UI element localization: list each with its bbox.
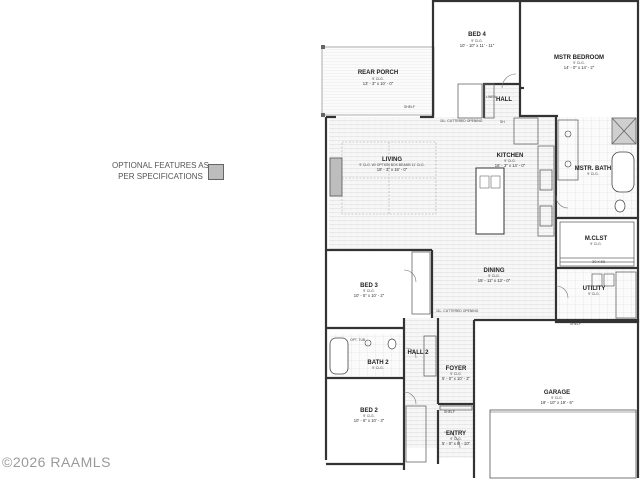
master-tub <box>611 151 635 193</box>
kitchen-island <box>475 167 505 235</box>
note-opt-tub: OPT. TUB <box>350 338 366 342</box>
sub-mclst: 9' CLG. <box>590 242 601 246</box>
master-sink-2 <box>564 160 572 168</box>
foyer-entry-floor <box>438 318 474 458</box>
bath2-tub <box>329 337 349 375</box>
optional-features-legend: OPTIONAL FEATURES AS PER SPECIFICATIONS <box>112 160 209 182</box>
interior-lines <box>405 83 637 463</box>
dim-bed4: 10' - 10" x 11' - 11" <box>460 43 495 48</box>
note-sh: SH <box>500 120 505 124</box>
copyright-watermark: ©2026 RAAMLS <box>2 454 111 470</box>
sub-rear-porch: 9' CLG. <box>372 77 383 81</box>
label-hall: HALL <box>496 97 512 103</box>
master-sink-1 <box>564 130 572 138</box>
label-rear-porch: REAR PORCH <box>358 70 398 76</box>
sub-mstr-bedroom: 9' CLG. <box>573 61 584 65</box>
label-hall2: HALL 2 <box>408 350 430 356</box>
sub-garage: 9' CLG. <box>551 396 562 400</box>
note-cased-opening-dining: 11L. CUTTERED OPENING <box>436 309 479 313</box>
label-foyer: FOYER <box>446 366 467 372</box>
sub-foyer: 9' CLG. <box>450 372 461 376</box>
hall2-floor <box>404 318 438 448</box>
note-shelf-foyer: SHELF <box>444 410 455 414</box>
fridge <box>539 205 553 227</box>
door-swings <box>403 73 569 449</box>
living-optional <box>329 141 437 215</box>
dim-foyer: 5' - 0" x 10' - 2" <box>442 376 471 381</box>
dryer <box>603 273 615 287</box>
sub-entry: 9' CLG. <box>450 437 461 441</box>
sub-bath2: 9' CLG. <box>372 366 383 370</box>
note-linen: LINEN <box>486 95 497 99</box>
utility-floor <box>558 270 636 320</box>
sub-bed2: 9' CLG. <box>363 414 374 418</box>
master-toilet <box>614 199 626 213</box>
label-mstr-bedroom: MSTR BEDROOM <box>554 55 604 61</box>
hall-floor <box>484 84 520 118</box>
living-kitchen-floor <box>329 117 556 250</box>
note-shelf-utility: SHELF <box>570 322 581 326</box>
label-living: LIVING <box>382 157 402 163</box>
dim-garage: 19' - 10" x 19' - 6" <box>541 400 574 405</box>
bath2-toilet <box>387 338 397 350</box>
label-mstr-bath: MSTR. BATH <box>575 166 612 172</box>
sub-bed4: 9' CLG. <box>471 39 482 43</box>
label-bed3: BED 3 <box>360 283 378 289</box>
dim-bed3: 10' - 5" x 10' - 2" <box>354 293 385 298</box>
legend-line-1: OPTIONAL FEATURES AS <box>112 161 209 170</box>
sub-mstr-bath: 9' CLG. <box>587 172 598 176</box>
dim-mstr-bedroom: 14' - 0" x 14' - 2" <box>564 65 595 70</box>
label-entry: ENTRY <box>446 431 466 437</box>
garage-door <box>489 409 637 479</box>
label-garage: GARAGE <box>544 390 570 396</box>
sub-living: 9' CLG. W/ OPTION BOX BEAMS 11' CLG. <box>359 163 424 167</box>
legend-line-2: PER SPECIFICATIONS <box>118 172 203 181</box>
washer <box>591 273 603 287</box>
note-door-size: 3'0 X 6'8 <box>592 260 605 264</box>
label-bath2: BATH 2 <box>367 360 389 366</box>
walls <box>324 0 640 478</box>
stove <box>539 169 553 191</box>
porch-post-left-bottom <box>321 113 325 117</box>
dim-rear-porch: 13' - 3" x 10' - 0" <box>363 81 394 86</box>
porch-post-left <box>321 45 325 49</box>
sub-kitchen: 9' CLG. <box>504 159 515 163</box>
note-shelf-top: SHELF <box>404 105 415 109</box>
sub-utility: 9' CLG. <box>588 292 599 296</box>
legend-swatch <box>208 164 224 180</box>
rear-porch-floor <box>321 46 435 116</box>
fireplace <box>329 157 343 197</box>
label-dining: DINING <box>484 268 505 274</box>
label-bed2: BED 2 <box>360 408 378 414</box>
dining-floor <box>433 250 556 318</box>
label-bed4: BED 4 <box>468 32 486 38</box>
label-utility: UTILITY <box>583 286 606 292</box>
dim-entry: 5' - 0" x 8' - 10" <box>442 441 471 446</box>
label-mclst: M.CLST <box>585 236 608 242</box>
dim-dining: 15' - 11" x 13' - 0" <box>478 278 511 283</box>
dim-bed2: 10' - 6" x 10' - 3" <box>354 418 385 423</box>
sub-bed3: 9' CLG. <box>363 289 374 293</box>
dim-living: 19' - 3" x 16' - 0" <box>377 167 408 172</box>
dim-kitchen: 16' - 3" x 14' - 0" <box>495 163 526 168</box>
note-cased-opening-top: 11L. CUTTERED OPENING <box>440 119 483 123</box>
label-kitchen: KITCHEN <box>497 153 524 159</box>
bath2-sink <box>364 339 372 347</box>
sub-dining: 9' CLG. <box>488 274 499 278</box>
